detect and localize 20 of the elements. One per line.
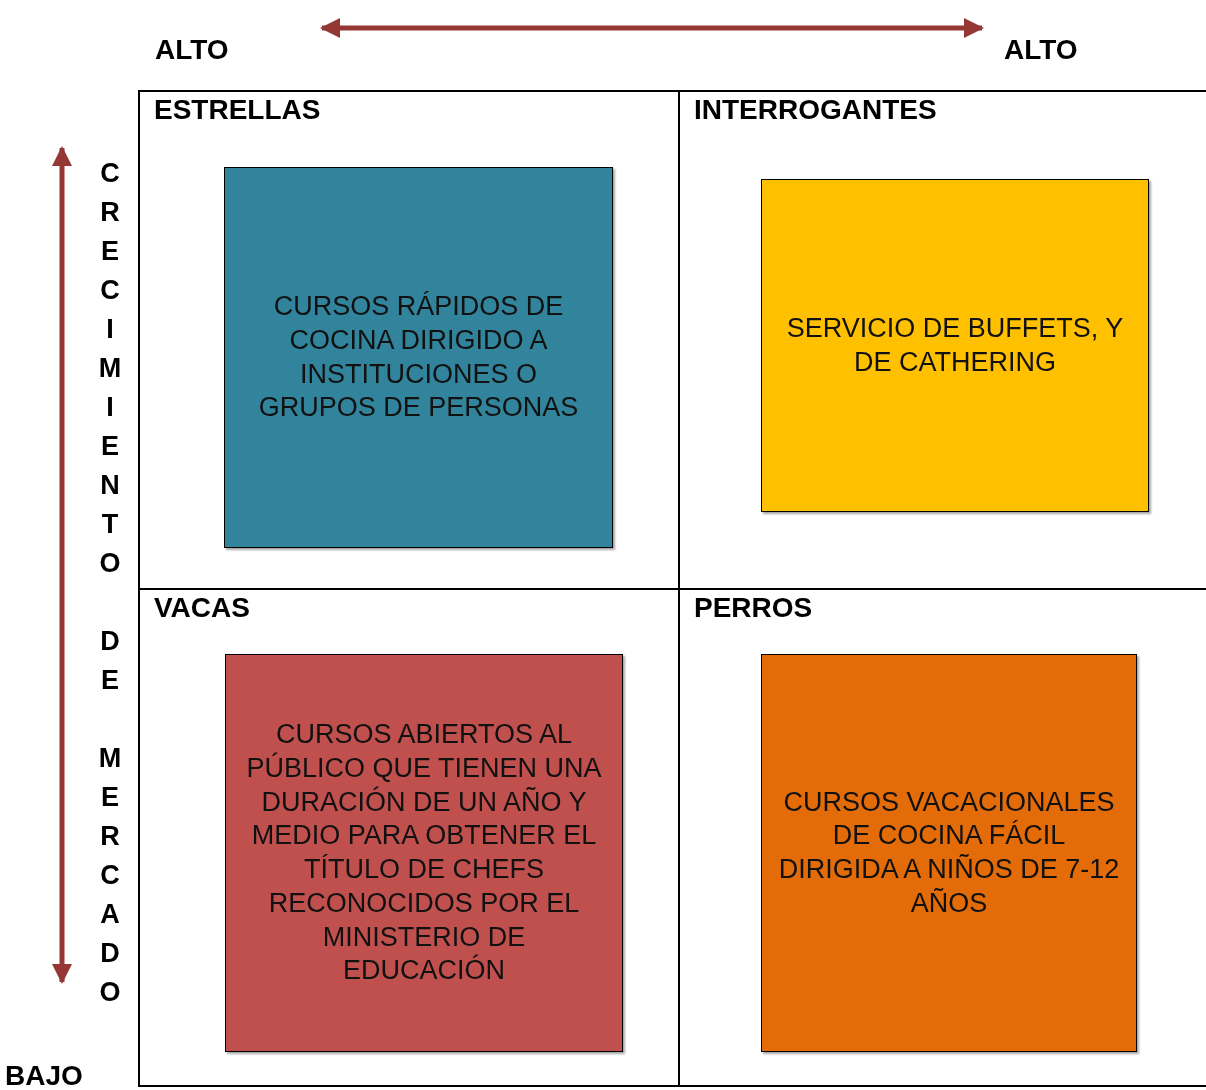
product-text: SERVICIO DE BUFFETS, Y DE CATHERING [785,311,1125,379]
quadrant-heading: VACAS [154,592,250,624]
matrix-quadrant [678,90,1206,588]
axis-label: ALTO [155,34,229,66]
axis-label: BAJO [5,1060,83,1090]
quadrant-heading: ESTRELLAS [154,94,321,126]
quadrant-heading: INTERROGANTES [694,94,937,126]
axis-label: ALTO [1004,34,1078,66]
quadrant-heading: PERROS [694,592,813,624]
product-text: CURSOS VACACIONALES DE COCINA FÁCIL DIRIGIDA A NIÑOS DE 7-12 AÑOS [778,785,1120,920]
matrix-quadrant [138,90,678,588]
product-text: CURSOS ABIERTOS AL PÚBLICO QUE TIENEN UNA DURACIÓN DE UN AÑO Y MEDIO PARA OBTENER EL TÍTULO DE CHEFS RECONOCIDOS POR EL MINISTERIO DE EDUCACIÓN [245,718,603,988]
product-box [225,654,623,1052]
product-box [224,167,613,548]
product-text: CURSOS RÁPIDOS DE COCINA DIRIGIDO A INSTITUCIONES O GRUPOS DE PERSONAS [257,290,580,425]
axis-title: CRECIMIENTO DE MERCADO [96,158,123,1016]
matrix-quadrant [138,588,678,1087]
matrix-quadrant [678,588,1206,1087]
product-box [761,654,1137,1052]
product-box [761,179,1149,512]
